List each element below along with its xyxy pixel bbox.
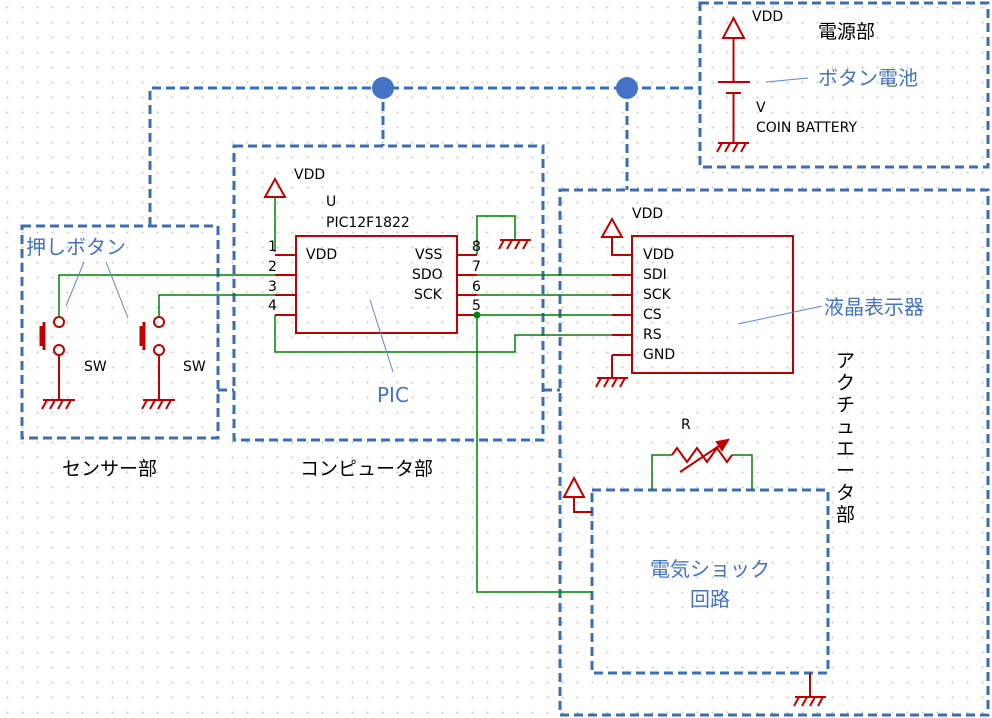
callout-coin-battery: ボタン電池: [818, 66, 918, 90]
callout-lines: [65, 77, 823, 373]
actuator-section-title: アクチュエータ部: [836, 350, 856, 526]
callout-push-button: 押しボタン: [26, 235, 126, 259]
pic-right-pins: [457, 254, 477, 316]
pic-pin-5: 5: [472, 298, 481, 314]
pic-part-label: PIC12F1822: [326, 215, 410, 231]
resistor-label: R: [681, 417, 691, 433]
pic-ref-label: U: [326, 194, 337, 210]
sensor-section-box: [20, 224, 220, 440]
pic-pin-8: 8: [472, 239, 481, 255]
lcd-body: [631, 235, 794, 374]
battery-ref-label: V: [756, 100, 766, 116]
pic-ground-symbol: [498, 239, 531, 250]
pic-pin-1: 1: [268, 239, 277, 255]
pic-pin-name-sdo: SDO: [412, 267, 443, 283]
lcd-pin-vdd: VDD: [643, 247, 675, 263]
pic-pin-name-sck: SCK: [414, 287, 442, 303]
pic-pin-7: 7: [472, 259, 481, 275]
battery-ground-symbol: [716, 142, 749, 153]
pic-vdd-symbol: [263, 176, 287, 198]
pic-pin-4: 4: [268, 298, 277, 314]
actuator-section-box: [558, 188, 990, 717]
bus-junction-1: [372, 77, 394, 99]
pic-chip-body: [295, 235, 458, 334]
shock-circuit-box: [590, 488, 830, 675]
pic-pin-3: 3: [268, 279, 277, 295]
sensor-section-title: センサー部: [62, 458, 158, 480]
lcd-pin-gnd: GND: [643, 347, 676, 363]
pic-pin-6: 6: [472, 279, 481, 295]
signal-wires: [58, 274, 612, 593]
lcd-pins: [611, 274, 632, 378]
pic-pin-2: 2: [268, 259, 277, 275]
lcd-vdd-label: VDD: [632, 206, 664, 222]
pic-pin-name-vss: VSS: [415, 247, 443, 263]
switch-2-label: SW: [183, 359, 206, 375]
pic-left-pins: [275, 254, 296, 316]
callout-shock-circuit: 電気ショック 回路: [650, 557, 770, 611]
switch-2-symbol: [139, 316, 175, 410]
lcd-vdd-symbol: [600, 216, 632, 256]
battery-vdd-label: VDD: [752, 9, 784, 25]
shock-vdd-symbol: [562, 475, 592, 513]
power-section-title: 電源部: [818, 21, 876, 43]
callout-lcd: 液晶表示器: [824, 295, 924, 319]
variable-resistor-symbol: [671, 438, 733, 473]
battery-name-label: COIN BATTERY: [756, 120, 858, 136]
switch-1-label: SW: [84, 359, 107, 375]
bus-junction-2: [616, 77, 638, 99]
power-section-box: [698, 1, 990, 169]
switch-1-symbol: [39, 316, 75, 410]
lcd-pin-cs: CS: [643, 307, 662, 323]
lcd-ground-symbol: [595, 377, 628, 388]
coin-battery-symbol: [718, 15, 750, 142]
computer-section-box: [232, 144, 545, 442]
shock-ground-symbol: [793, 673, 826, 707]
lcd-pin-sck: SCK: [643, 287, 671, 303]
pic-pin-name-vdd: VDD: [306, 247, 338, 263]
wire-junction: [473, 311, 481, 319]
system-bus: [148, 86, 700, 392]
computer-section-title: コンピュータ部: [300, 458, 434, 480]
pic-vdd-label: VDD: [294, 167, 326, 183]
callout-pic: PIC: [377, 383, 409, 407]
lcd-pin-rs: RS: [643, 327, 662, 343]
lcd-pin-sdi: SDI: [643, 267, 667, 283]
